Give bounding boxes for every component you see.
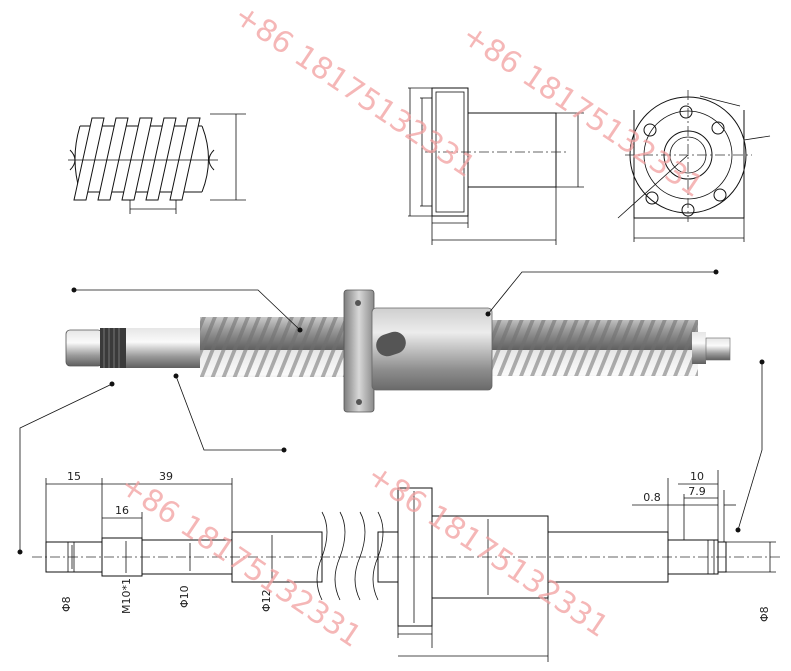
leader-lines bbox=[17, 269, 765, 555]
dim-length-7-9: 7.9 bbox=[688, 485, 706, 498]
watermark-top-right: +86 18175132331 bbox=[456, 18, 710, 205]
dim-length-16: 16 bbox=[115, 504, 129, 517]
dim-thread-m10: M10*1 bbox=[120, 578, 133, 614]
dim-length-15: 15 bbox=[67, 470, 81, 483]
dimension-labels: 15 39 16 10 7.9 0.8 Φ8 M10*1 Φ10 Φ12 Φ8 bbox=[60, 470, 771, 622]
shaft-drawing bbox=[32, 470, 780, 662]
dim-dia-10: Φ10 bbox=[178, 585, 191, 608]
ball-screw-photo bbox=[65, 289, 731, 413]
dim-dia-8-left: Φ8 bbox=[60, 596, 73, 612]
dim-dia-8-right: Φ8 bbox=[758, 606, 771, 622]
dim-dia-12: Φ12 bbox=[260, 589, 273, 612]
nut-side-view bbox=[408, 87, 584, 245]
watermark-bottom-left: +86 18175132331 bbox=[114, 468, 368, 655]
thread-section-sketch bbox=[68, 113, 246, 214]
dim-length-39: 39 bbox=[159, 470, 173, 483]
dim-length-10: 10 bbox=[690, 470, 704, 483]
watermark-bottom-right: +86 18175132331 bbox=[361, 458, 615, 645]
dim-length-0-8: 0.8 bbox=[643, 491, 661, 504]
nut-end-view bbox=[617, 90, 771, 242]
